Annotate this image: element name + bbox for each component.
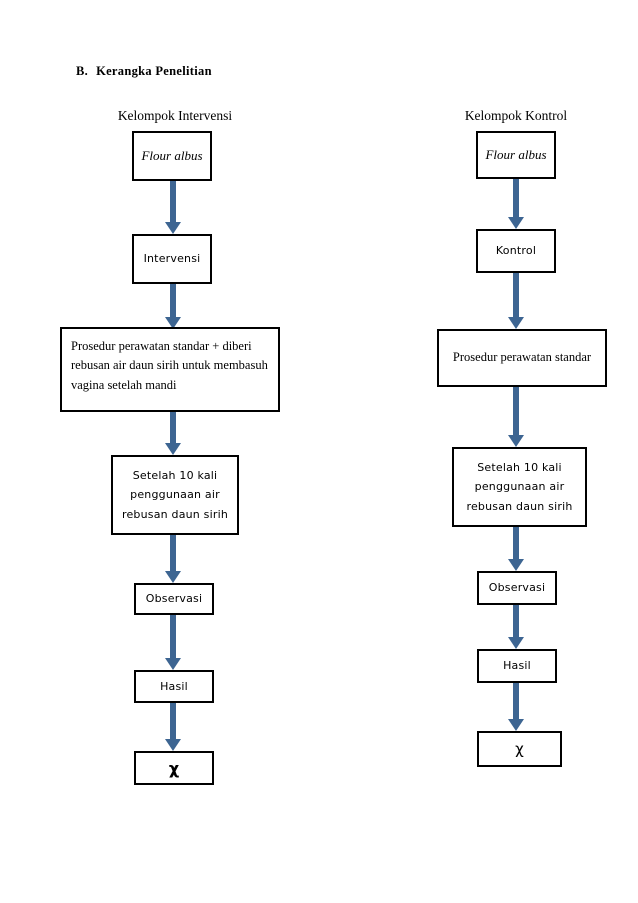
right-node-observasi: Observasi xyxy=(477,571,557,605)
right-node-kontrol: Kontrol xyxy=(476,229,556,273)
column-title-intervensi: Kelompok Intervensi xyxy=(117,108,233,123)
right-arrow-2 xyxy=(508,273,524,329)
right-arrow-3 xyxy=(508,387,524,447)
left-node-setelah: Setelah 10 kali penggunaan air rebusan d… xyxy=(111,455,239,535)
right-arrow-4 xyxy=(508,527,524,571)
left-node-hasil: Hasil xyxy=(134,670,214,703)
left-node-intervensi: Intervensi xyxy=(132,234,212,284)
right-node-chi: χ xyxy=(477,731,562,767)
left-arrow-1 xyxy=(165,181,181,234)
right-node-flour-albus: Flour albus xyxy=(476,131,556,179)
section-title: Kerangka Penelitian xyxy=(96,64,212,78)
section-heading: B. Kerangka Penelitian xyxy=(76,64,212,79)
left-arrow-3 xyxy=(165,412,181,455)
left-arrow-6 xyxy=(165,703,181,751)
left-node-observasi: Observasi xyxy=(134,583,214,615)
right-arrow-5 xyxy=(508,605,524,649)
right-node-setelah: Setelah 10 kali penggunaan air rebusan d… xyxy=(452,447,587,527)
left-arrow-4 xyxy=(165,535,181,583)
right-node-hasil: Hasil xyxy=(477,649,557,683)
left-node-chi: χ xyxy=(134,751,214,785)
left-arrow-5 xyxy=(165,615,181,670)
left-node-flour-albus: Flour albus xyxy=(132,131,212,181)
column-title-kontrol: Kelompok Kontrol xyxy=(464,108,568,123)
left-arrow-2 xyxy=(165,284,181,329)
right-arrow-6 xyxy=(508,683,524,731)
right-node-prosedur: Prosedur perawatan standar xyxy=(437,329,607,387)
section-letter: B. xyxy=(76,64,89,78)
left-node-prosedur: Prosedur perawatan standar + diberi rebu… xyxy=(60,327,280,412)
right-arrow-1 xyxy=(508,179,524,229)
